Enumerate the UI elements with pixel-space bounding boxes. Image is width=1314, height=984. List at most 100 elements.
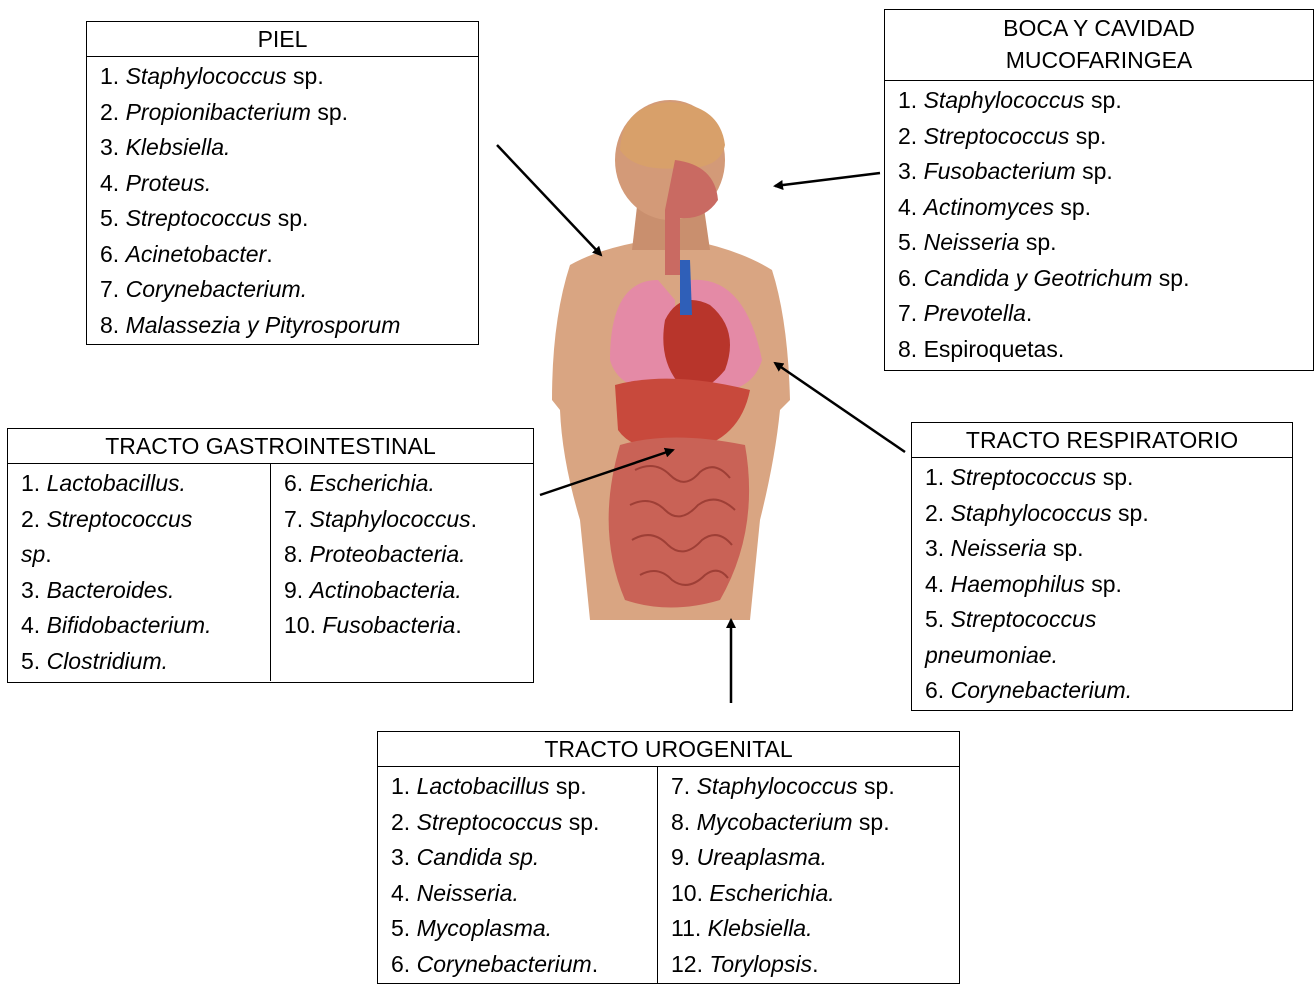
item-name: sp xyxy=(21,541,45,567)
list-item: pneumoniae. xyxy=(925,638,1292,674)
item-num: 7. xyxy=(898,300,924,326)
item-name: Corynebacterium. xyxy=(951,677,1133,703)
item-name: Bifidobacterium. xyxy=(47,612,212,638)
uro-columns: 1. Lactobacillus sp.2. Streptococcus sp.… xyxy=(378,767,959,984)
item-num: 4. xyxy=(898,194,924,220)
uro-col-1: 1. Lactobacillus sp.2. Streptococcus sp.… xyxy=(378,767,657,984)
item-name: Klebsiella. xyxy=(708,915,813,941)
item-num: 1. xyxy=(898,87,924,113)
item-rest: . xyxy=(812,951,818,977)
item-name: Staphylococcus xyxy=(924,87,1085,113)
item-rest: . xyxy=(45,541,51,567)
item-num: 3. xyxy=(21,577,47,603)
list-item: 2. Streptococcus sp. xyxy=(391,805,657,841)
list-item: 6. Candida y Geotrichum sp. xyxy=(898,261,1313,297)
list-item: 6. Corynebacterium. xyxy=(391,947,657,983)
item-name: Fusobacterium xyxy=(924,158,1076,184)
item-name: Ureaplasma. xyxy=(697,844,827,870)
item-rest: sp. xyxy=(1054,194,1091,220)
item-rest: sp. xyxy=(562,809,599,835)
list-item: 4. Haemophilus sp. xyxy=(925,567,1292,603)
item-name: Klebsiella. xyxy=(126,134,231,160)
item-num: 2. xyxy=(898,123,924,149)
item-rest: sp. xyxy=(271,205,308,231)
item-rest: sp. xyxy=(858,773,895,799)
item-num: 2. xyxy=(100,99,126,125)
item-name: Prevotella xyxy=(924,300,1026,326)
item-name: Streptococcus xyxy=(126,205,272,231)
item-num: 1. xyxy=(925,464,951,490)
item-name: Lactobacillus. xyxy=(47,470,186,496)
item-num: 6. xyxy=(898,265,924,291)
item-num: 9. xyxy=(284,577,310,603)
item-name: Malassezia y Pityrosporum xyxy=(126,312,401,338)
list-item: 8. Espiroquetas. xyxy=(898,332,1313,368)
list-item: 3. Fusobacterium sp. xyxy=(898,154,1313,190)
resp-title: TRACTO RESPIRATORIO xyxy=(912,423,1292,458)
item-num: 1. xyxy=(21,470,47,496)
item-name: Staphylococcus xyxy=(697,773,858,799)
list-item: 7. Corynebacterium. xyxy=(100,272,478,308)
list-item: 1. Staphylococcus sp. xyxy=(100,59,478,95)
list-item: 1. Streptococcus sp. xyxy=(925,460,1292,496)
item-name: Proteus. xyxy=(126,170,212,196)
list-item: 2. Streptococcus xyxy=(21,502,270,538)
item-rest: . xyxy=(1026,300,1032,326)
item-rest: sp. xyxy=(1152,265,1189,291)
list-item: 5. Clostridium. xyxy=(21,644,270,680)
list-item: 4. Proteus. xyxy=(100,166,478,202)
item-name: Bacteroides. xyxy=(47,577,175,603)
item-name: Candida y Geotrichum xyxy=(924,265,1153,291)
piel-title: PIEL xyxy=(87,22,478,57)
item-name: Corynebacterium. xyxy=(126,276,308,302)
item-num: 8. xyxy=(100,312,126,338)
arrow-boca xyxy=(775,173,880,186)
item-num: 6. xyxy=(391,951,417,977)
list-item: sp. xyxy=(21,537,270,573)
resp-box: TRACTO RESPIRATORIO 1. Streptococcus sp.… xyxy=(911,422,1293,711)
list-item: 1. Lactobacillus. xyxy=(21,466,270,502)
list-item: 2. Streptococcus sp. xyxy=(898,119,1313,155)
list-item: 11. Klebsiella. xyxy=(671,911,959,947)
list-item: 2. Staphylococcus sp. xyxy=(925,496,1292,532)
item-name: Staphylococcus xyxy=(951,500,1112,526)
list-item: 5. Neisseria sp. xyxy=(898,225,1313,261)
list-item: 4. Bifidobacterium. xyxy=(21,608,270,644)
list-item: 3. Klebsiella. xyxy=(100,130,478,166)
item-name: Candida sp. xyxy=(417,844,540,870)
item-name: Streptococcus xyxy=(47,506,193,532)
item-rest: . xyxy=(471,506,477,532)
item-name: Streptococcus xyxy=(924,123,1070,149)
boca-title: BOCA Y CAVIDAD MUCOFARINGEA xyxy=(885,10,1313,81)
item-name: Staphylococcus xyxy=(126,63,287,89)
piel-list: 1. Staphylococcus sp. 2. Propionibacteriu… xyxy=(87,57,478,343)
list-item: 10. Fusobacteria. xyxy=(284,608,533,644)
list-item: 7. Staphylococcus sp. xyxy=(671,769,959,805)
item-rest: sp. xyxy=(853,809,890,835)
item-name: Mycoplasma. xyxy=(417,915,552,941)
item-num: 5. xyxy=(925,606,951,632)
item-name: Haemophilus xyxy=(951,571,1085,597)
gastro-box: TRACTO GASTROINTESTINAL 1. Lactobacillus… xyxy=(7,428,534,683)
item-num: 10. xyxy=(284,612,322,638)
list-item: 8. Mycobacterium sp. xyxy=(671,805,959,841)
item-num: 8. xyxy=(898,336,924,362)
item-num: 1. xyxy=(100,63,126,89)
list-item: 3. Bacteroides. xyxy=(21,573,270,609)
list-item: 6. Corynebacterium. xyxy=(925,673,1292,709)
item-num: 12. xyxy=(671,951,709,977)
item-num: 4. xyxy=(391,880,417,906)
gastro-col-2: 6. Escherichia.7. Staphylococcus.8. Prot… xyxy=(270,464,533,681)
resp-list: 1. Streptococcus sp.2. Staphylococcus sp… xyxy=(912,458,1292,709)
boca-list: 1. Staphylococcus sp. 2. Streptococcus sp… xyxy=(885,81,1313,367)
item-rest: sp. xyxy=(1085,87,1122,113)
list-item: 5. Mycoplasma. xyxy=(391,911,657,947)
item-name: Escherichia. xyxy=(310,470,435,496)
item-num: 10. xyxy=(671,880,709,906)
boca-title-line2: MUCOFARINGEA xyxy=(885,44,1313,76)
list-item: 3. Neisseria sp. xyxy=(925,531,1292,567)
list-item: 6. Acinetobacter. xyxy=(100,237,478,273)
item-name: Propionibacterium xyxy=(126,99,311,125)
list-item: 12. Torylopsis. xyxy=(671,947,959,983)
